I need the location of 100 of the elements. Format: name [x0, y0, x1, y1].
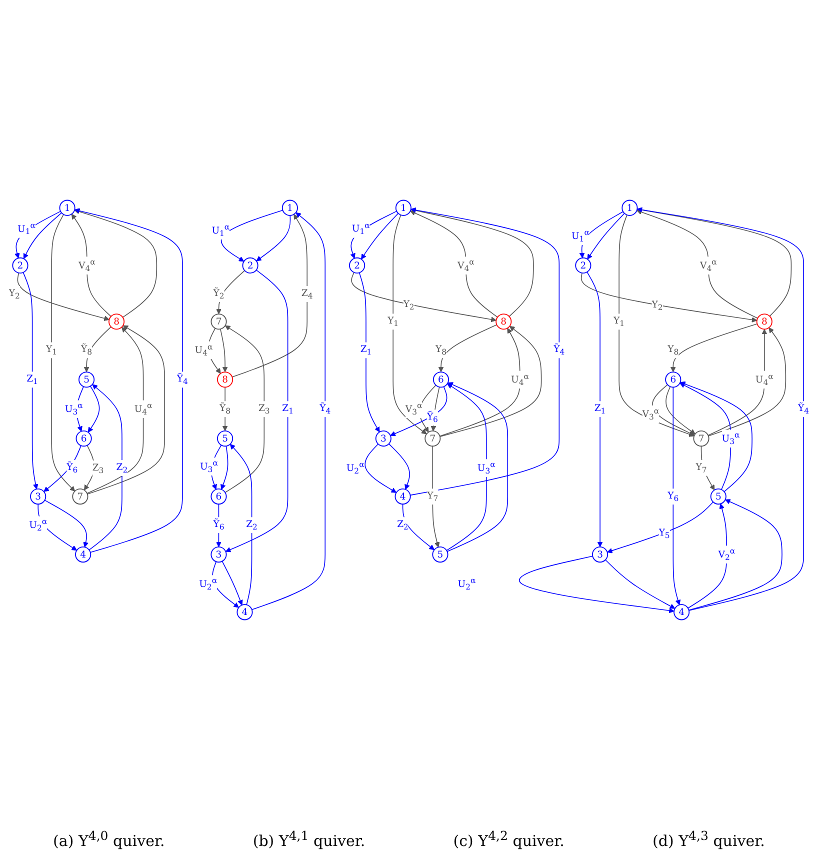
arrow — [17, 272, 110, 321]
arrow — [410, 210, 498, 318]
edge-label: Ỹ$_{6}$ — [66, 461, 78, 474]
node-circle: 3 — [210, 546, 227, 563]
arrow — [230, 444, 252, 606]
edge-label: Z$_{2}$ — [397, 518, 408, 532]
node-circle: 3 — [375, 430, 392, 447]
arrow — [14, 210, 61, 258]
arrow — [680, 382, 732, 490]
arrow — [688, 499, 782, 611]
arrow — [84, 444, 95, 490]
node-circle: 5 — [217, 430, 234, 447]
node-circle: 7 — [72, 488, 88, 505]
arrow — [86, 325, 165, 494]
arrow — [419, 384, 436, 432]
node-circle: 5 — [78, 372, 95, 388]
edge-label: Z$_{1}$ — [26, 372, 38, 386]
arrow — [86, 326, 144, 494]
arrow — [666, 386, 696, 434]
edge-label: Y$_{1}$ — [46, 343, 58, 356]
node-circle: 2 — [12, 257, 28, 274]
arrow — [672, 386, 681, 606]
node-circle: 4 — [236, 604, 253, 620]
arrow — [358, 272, 380, 432]
node-circle: 5 — [710, 488, 726, 505]
edge-label: Z$_{1}$ — [360, 343, 372, 356]
node-circle: 7 — [210, 314, 227, 330]
node-circle: 6 — [76, 430, 92, 447]
node-circle: 8 — [496, 314, 512, 330]
edge-label: Ỹ$_{8}$ — [220, 402, 231, 416]
arrow — [680, 381, 752, 492]
arrow — [652, 384, 695, 436]
arrow — [216, 270, 246, 314]
arrow — [216, 504, 222, 548]
arrow — [74, 209, 158, 318]
edge-label: Y$_{2}$ — [8, 287, 20, 300]
arrow — [44, 445, 82, 492]
edge-label: Y$_{1}$ — [614, 314, 625, 328]
figure-caption: (c) Y$^{4,2}$ quiver. — [453, 828, 564, 850]
arrow — [438, 324, 498, 372]
arrow — [23, 212, 62, 259]
node-circle: 7 — [424, 430, 441, 447]
edge-label: Z$_{1}$ — [282, 402, 294, 416]
arrow — [251, 212, 326, 610]
edge-label: Y$_{2}$ — [652, 298, 663, 312]
arrow — [44, 500, 88, 548]
arrow — [208, 328, 221, 374]
arrow — [688, 504, 728, 609]
node-circle: 6 — [665, 372, 682, 388]
node-circle: 2 — [242, 257, 258, 274]
edge-label: Ỹ$_{8}$ — [81, 343, 92, 356]
arrow — [88, 384, 122, 550]
edge-label: Y$_{2}$ — [403, 298, 414, 312]
edge-label: Z$_{3}$ — [258, 402, 270, 416]
arrow — [580, 272, 758, 322]
arrow — [364, 444, 397, 493]
arrow — [361, 212, 399, 260]
arrow — [22, 272, 38, 490]
edge-label: Z$_{3}$ — [92, 462, 104, 475]
edge-label: Ỹ$_{4}$ — [554, 343, 565, 356]
node-circle: 8 — [756, 314, 772, 330]
arrow — [222, 560, 243, 606]
arrow — [410, 207, 560, 496]
node-circle: 6 — [432, 372, 450, 388]
node-circle: 7 — [693, 430, 710, 447]
arrow — [519, 556, 674, 614]
arrow — [232, 214, 308, 378]
arrow — [708, 328, 768, 436]
arrow — [446, 384, 487, 551]
edge-label: Ỹ$_{6}$ — [213, 518, 224, 532]
arrow — [636, 207, 804, 611]
figure-caption: (b) Y$^{4,1}$ quiver. — [252, 828, 366, 850]
edge-label: Z$_{2}$ — [246, 518, 258, 532]
arrow — [84, 326, 112, 372]
arrow — [350, 210, 398, 259]
arrow — [212, 561, 239, 608]
edge-label: Y$_{7}$ — [427, 490, 438, 503]
arrow — [586, 272, 603, 548]
node-circle: 4 — [75, 546, 92, 563]
arrow — [51, 214, 76, 492]
arrow — [670, 323, 758, 372]
edge-label: Z$_{4}$ — [301, 287, 313, 300]
arrow — [402, 504, 435, 550]
arrow — [700, 446, 715, 490]
node-circle: 4 — [674, 604, 690, 620]
arrow — [618, 214, 694, 437]
arrow — [71, 214, 112, 317]
arrow — [220, 210, 284, 262]
arrow — [439, 328, 520, 437]
edge-label: Y$_{6}$ — [668, 490, 679, 503]
node-circle: 8 — [217, 372, 234, 388]
arrow — [351, 272, 496, 322]
arrow — [432, 446, 440, 548]
arrow — [446, 382, 508, 552]
arrow — [410, 208, 534, 317]
node-circle: 6 — [210, 488, 227, 505]
edge-label: Ỹ$_{6}$ — [426, 410, 438, 424]
arrow — [708, 327, 786, 436]
edge-label: Ỹ$_{4}$ — [320, 402, 331, 416]
node-circle: 4 — [394, 488, 411, 505]
